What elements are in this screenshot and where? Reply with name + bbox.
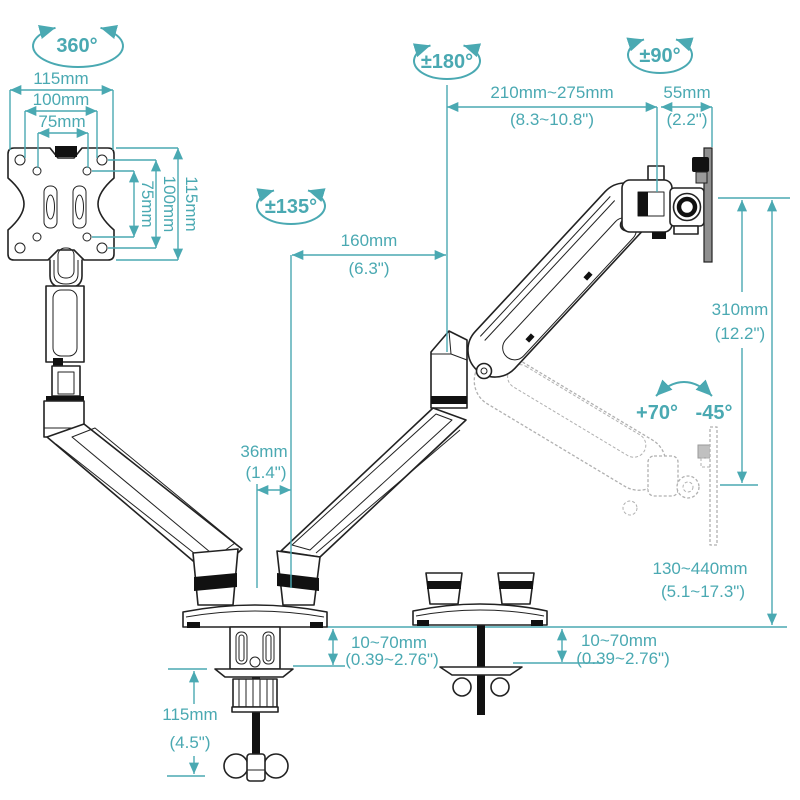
angle-arm-swivel: ±180° <box>412 43 482 80</box>
head-offset-inch-label: (2.2") <box>667 110 708 129</box>
riser-mm-label: 310mm <box>712 300 769 319</box>
dim-vesa-width-inner: 75mm <box>37 112 89 168</box>
head-swivel-label: ±90° <box>639 45 680 67</box>
grommet-wing <box>490 677 510 697</box>
angle-tilt: +70° -45° <box>636 379 733 424</box>
dim-head-offset: 55mm (2.2") <box>661 83 713 147</box>
vesa-width-inner-label: 75mm <box>38 112 85 131</box>
pole-gap-inch-label: (1.4") <box>246 463 287 482</box>
clamp-screw-rod <box>252 677 260 759</box>
desk-right-inch-label: (0.39~2.76") <box>576 649 669 668</box>
lower-arm-inch-label: (6.3") <box>349 259 390 278</box>
vesa-height-inner-label: 75mm <box>138 180 157 227</box>
dim-riser: 310mm (12.2") <box>712 197 790 486</box>
vesa-width-mid-label: 100mm <box>33 90 90 109</box>
grommet-wing <box>452 677 472 697</box>
clamp-pad-plate <box>214 668 294 678</box>
grommet-plate <box>439 666 523 676</box>
angle-base-swivel: ±135° <box>256 188 326 225</box>
desk-clamp-base <box>182 604 328 782</box>
pole-gap-mm-label: 36mm <box>240 442 287 461</box>
riser-inch-label: (12.2") <box>715 324 765 343</box>
desk-left-mm-label: 10~70mm <box>351 633 427 652</box>
height-range-mm-label: 130~440mm <box>653 559 748 578</box>
dim-vesa-width-mid: 100mm <box>24 90 98 158</box>
dim-clamp-depth: 115mm (4.5") <box>162 668 218 777</box>
upper-arm-inch-label: (8.3~10.8") <box>510 110 594 129</box>
tilt-down-label: -45° <box>696 402 733 424</box>
elbow-pivot <box>475 362 493 380</box>
dim-pole-gap: 36mm (1.4") <box>240 442 291 588</box>
thumbscrew <box>692 157 709 172</box>
upper-arm-mm-label: 210mm~275mm <box>490 83 613 102</box>
arm-swivel-label: ±180° <box>421 51 473 73</box>
angle-head-swivel: ±90° <box>626 37 694 74</box>
right-lower-arm <box>276 330 468 606</box>
vesa-height-outer-label: 115mm <box>182 176 201 231</box>
dim-vesa-height-outer: 115mm <box>116 147 201 261</box>
monitor-mount-plate <box>703 147 713 263</box>
head-offset-mm-label: 55mm <box>663 83 710 102</box>
vesa-width-outer-label: 115mm <box>33 69 88 88</box>
quick-release-clip <box>55 146 77 157</box>
base-swivel-label: ±135° <box>265 196 317 218</box>
dim-desk-left: 10~70mm (0.39~2.76") <box>293 629 439 669</box>
head-joint <box>621 147 713 263</box>
dim-lower-arm: 160mm (6.3") <box>290 231 446 588</box>
clamp-depth-mm-label: 115mm <box>162 705 217 724</box>
dim-desk-right: 10~70mm (0.39~2.76") <box>513 629 670 668</box>
angle-vesa-rotation: 360° <box>32 25 124 68</box>
height-range-inch-label: (5.1~17.3") <box>661 582 745 601</box>
clamp-wing-nut <box>223 753 289 782</box>
clamp-depth-inch-label: (4.5") <box>170 733 211 752</box>
vesa-rotation-label: 360° <box>56 35 97 57</box>
dim-height-range: 130~440mm (5.1~17.3") <box>653 200 778 625</box>
desk-left-inch-label: (0.39~2.76") <box>345 650 438 669</box>
vesa-plate <box>7 146 115 261</box>
dim-vesa-width-outer: 115mm <box>9 69 114 150</box>
ghost-mount-plate <box>709 426 718 546</box>
dim-upper-arm: 210mm~275mm (8.3~10.8") <box>446 83 658 352</box>
grommet-base <box>412 572 548 715</box>
left-arm-front-view <box>43 247 243 606</box>
tilt-up-label: +70° <box>636 402 678 424</box>
desk-right-mm-label: 10~70mm <box>581 631 657 650</box>
lower-arm-mm-label: 160mm <box>341 231 398 250</box>
vesa-height-mid-label: 100mm <box>160 176 179 233</box>
